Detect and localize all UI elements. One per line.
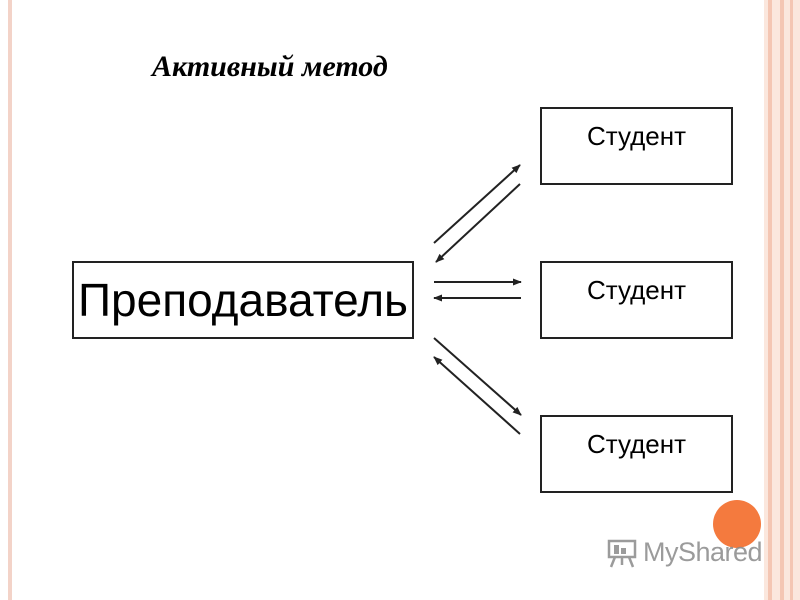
arrow-from-student-3 bbox=[433, 356, 521, 435]
student-node-label: Студент bbox=[586, 429, 686, 459]
arrow-from-student-1 bbox=[435, 183, 521, 263]
arrow-to-student-3 bbox=[433, 337, 522, 416]
student-node-label: Студент bbox=[586, 275, 686, 305]
teacher-node-label: Преподаватель bbox=[77, 274, 409, 326]
teacher-node: Преподаватель bbox=[72, 261, 414, 339]
watermark: MyShared bbox=[606, 537, 763, 568]
student-node-1: Студент bbox=[540, 107, 733, 185]
student-node-2: Студент bbox=[540, 261, 733, 339]
right-frame-stripe bbox=[790, 0, 793, 600]
right-frame-band bbox=[764, 0, 800, 600]
right-frame-stripe bbox=[780, 0, 784, 600]
student-node-label: Студент bbox=[586, 121, 686, 151]
slide-title: Активный метод bbox=[152, 50, 388, 83]
left-frame-stripe bbox=[8, 0, 12, 600]
student-node-3: Студент bbox=[540, 415, 733, 493]
presentation-board-icon bbox=[607, 539, 637, 567]
arrow-to-student-1 bbox=[433, 164, 521, 244]
right-frame-stripe bbox=[768, 0, 772, 600]
watermark-text: MyShared bbox=[643, 537, 763, 567]
accent-circle bbox=[713, 500, 761, 548]
